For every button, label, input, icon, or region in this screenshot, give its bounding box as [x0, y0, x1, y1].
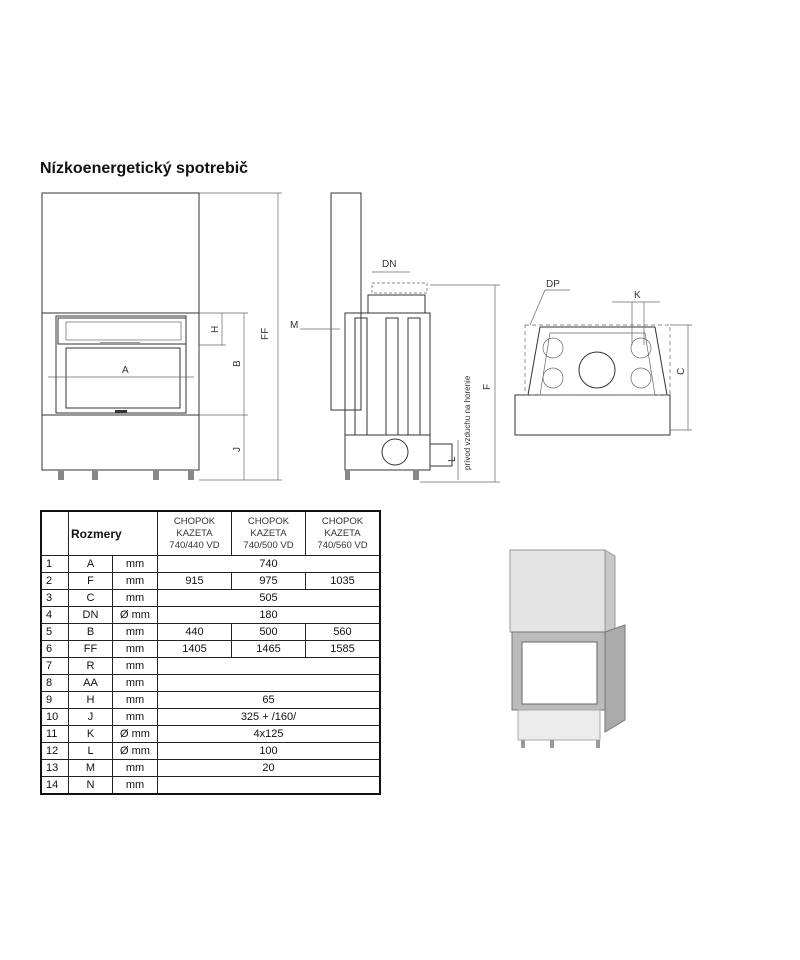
value-cell: 740 — [157, 555, 381, 573]
value-cell: 440 — [157, 623, 232, 641]
value-cell: 505 — [157, 589, 381, 607]
dimension-key: C — [68, 589, 113, 607]
dimension-key: FF — [68, 640, 113, 658]
dimension-key: K — [68, 725, 113, 743]
unit: Ø mm — [112, 725, 158, 743]
value-cell — [157, 657, 381, 675]
unit: mm — [112, 555, 158, 573]
value-cell: 1585 — [305, 640, 381, 658]
page-title: Nízkoenergetický spotrebič — [40, 160, 249, 177]
label-M: M — [290, 320, 298, 331]
value-cell: 560 — [305, 623, 381, 641]
unit: Ø mm — [112, 606, 158, 624]
dimension-key: N — [68, 776, 113, 795]
unit: mm — [112, 589, 158, 607]
unit: mm — [112, 657, 158, 675]
dimension-key: R — [68, 657, 113, 675]
row-number: 12 — [40, 742, 69, 760]
label-K: K — [634, 290, 641, 301]
row-number: 10 — [40, 708, 69, 726]
row-number: 13 — [40, 759, 69, 777]
row-number: 6 — [40, 640, 69, 658]
row-number: 3 — [40, 589, 69, 607]
unit: mm — [112, 776, 158, 795]
row-number: 9 — [40, 691, 69, 709]
unit: mm — [112, 640, 158, 658]
value-cell: 1405 — [157, 640, 232, 658]
row-number: 1 — [40, 555, 69, 573]
value-cell: 325 + /160/ — [157, 708, 381, 726]
row-number: 7 — [40, 657, 69, 675]
dimension-key: F — [68, 572, 113, 590]
row-number: 8 — [40, 674, 69, 692]
label-B: B — [232, 360, 243, 367]
value-cell: 915 — [157, 572, 232, 590]
label-DP: DP — [546, 279, 560, 290]
value-cell — [157, 674, 381, 692]
dimension-key: J — [68, 708, 113, 726]
label-DN: DN — [382, 259, 396, 270]
front-view: A FF H B J — [41, 192, 282, 481]
top-view: DP K C — [514, 279, 692, 436]
unit: mm — [112, 623, 158, 641]
label-J: J — [232, 447, 243, 452]
unit: mm — [112, 691, 158, 709]
dimension-key: DN — [68, 606, 113, 624]
unit: Ø mm — [112, 742, 158, 760]
dimension-key: AA — [68, 674, 113, 692]
value-cell: 4x125 — [157, 725, 381, 743]
dimension-key: A — [68, 555, 113, 573]
label-air-inlet: prívod vzduchu na horenie — [463, 375, 472, 470]
unit: mm — [112, 674, 158, 692]
dimension-key: H — [68, 691, 113, 709]
label-F: F — [482, 384, 493, 390]
value-cell: 975 — [231, 572, 306, 590]
value-cell: 100 — [157, 742, 381, 760]
dimension-key: M — [68, 759, 113, 777]
value-cell: 20 — [157, 759, 381, 777]
label-H: H — [210, 326, 221, 333]
side-view: DN M F L prívod vzduchu na horenie — [290, 192, 500, 483]
label-C: C — [676, 368, 687, 375]
value-cell: 1465 — [231, 640, 306, 658]
unit: mm — [112, 708, 158, 726]
dimension-key: L — [68, 742, 113, 760]
unit: mm — [112, 759, 158, 777]
label-FF: FF — [260, 328, 271, 340]
value-cell: 500 — [231, 623, 306, 641]
row-number: 11 — [40, 725, 69, 743]
value-cell: 65 — [157, 691, 381, 709]
value-cell: 1035 — [305, 572, 381, 590]
label-L: L — [447, 456, 458, 462]
value-cell — [157, 776, 381, 795]
unit: mm — [112, 572, 158, 590]
dimension-key: B — [68, 623, 113, 641]
row-number: 5 — [40, 623, 69, 641]
value-cell: 180 — [157, 606, 381, 624]
table-header-label: Rozmery — [68, 510, 158, 556]
fireplace-render — [509, 549, 626, 748]
row-number: 14 — [40, 776, 69, 795]
row-number: 2 — [40, 572, 69, 590]
row-number: 4 — [40, 606, 69, 624]
label-A: A — [122, 365, 129, 376]
